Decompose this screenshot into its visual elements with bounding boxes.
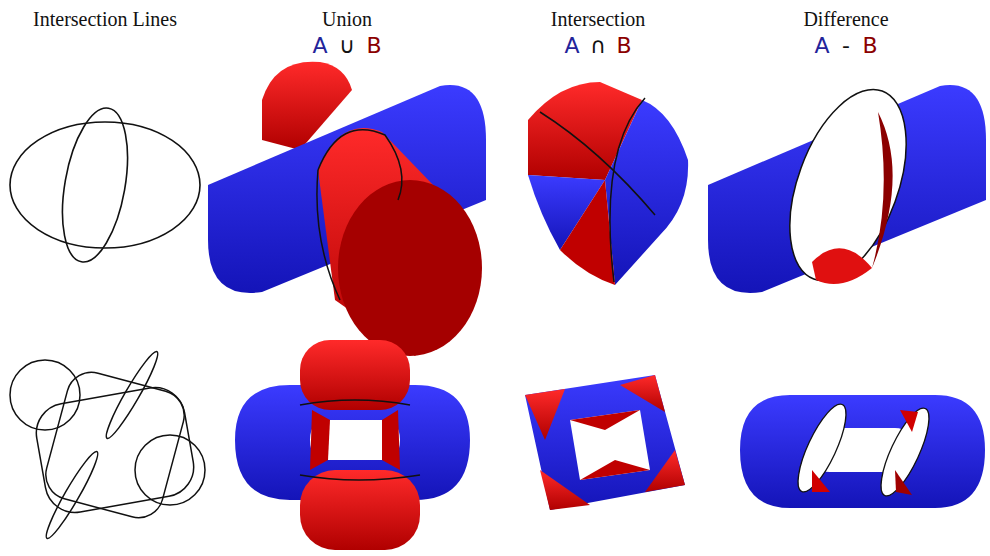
operand-a: A	[814, 34, 829, 58]
operator-symbol: ∩	[590, 34, 606, 58]
operand-a: A	[564, 34, 579, 58]
illustration-shape	[540, 470, 590, 510]
illustration-shape	[10, 122, 200, 248]
illustration-shape	[338, 180, 482, 356]
column-title: Union	[322, 8, 372, 30]
illustration-shape	[740, 395, 985, 508]
illustration-shape	[789, 399, 855, 498]
illustration-shape	[872, 112, 893, 268]
illustration-shape	[41, 448, 103, 542]
illustration-shape	[620, 375, 665, 412]
illustration-shape	[812, 470, 830, 492]
illustration-shape	[812, 248, 872, 284]
illustration-shape	[135, 435, 205, 505]
operand-b: B	[862, 34, 877, 58]
illustration-shape	[318, 130, 402, 200]
difference-ring	[740, 395, 985, 508]
illustration-shape	[525, 375, 685, 510]
difference-cylinder	[708, 74, 986, 296]
illustration-shape	[382, 410, 400, 470]
illustration-shape	[300, 470, 420, 550]
column-title: Intersection Lines	[33, 8, 177, 30]
illustration-shape	[570, 410, 640, 430]
union-tori	[235, 340, 470, 550]
illustration-shape	[101, 348, 163, 442]
illustration-shape	[645, 450, 685, 492]
illustration-shape	[40, 367, 190, 524]
illustration-shape	[872, 403, 938, 502]
illustration-shape	[525, 389, 565, 440]
intersection-solid	[528, 82, 688, 285]
illustration-shape	[310, 410, 330, 470]
illustration-shape	[300, 400, 420, 480]
illustration-shape	[32, 383, 199, 517]
illustration-shape	[900, 410, 918, 432]
operator-symbol: ∪	[339, 34, 355, 58]
illustration-shape	[767, 74, 929, 296]
operand-b: B	[366, 34, 381, 58]
operator-symbol: -	[842, 34, 850, 58]
intersection-lines-1	[10, 103, 200, 267]
illustration-shape	[540, 112, 655, 215]
illustration-shape	[895, 470, 912, 495]
illustration-shape	[605, 100, 688, 285]
operand-a: A	[312, 34, 327, 58]
illustration-shape	[52, 103, 138, 267]
column-title: Intersection	[551, 8, 645, 30]
operand-b: B	[616, 34, 631, 58]
illustration-shape	[10, 360, 80, 430]
column-title: Difference	[803, 8, 888, 30]
intersection-ring	[525, 375, 685, 510]
intersection-lines-2	[10, 348, 205, 542]
illustration-shape	[580, 460, 650, 480]
union-cylinders	[208, 62, 486, 356]
illustration-shape	[560, 180, 615, 285]
illustration-shape	[610, 98, 645, 282]
illustration-shape	[317, 170, 340, 300]
